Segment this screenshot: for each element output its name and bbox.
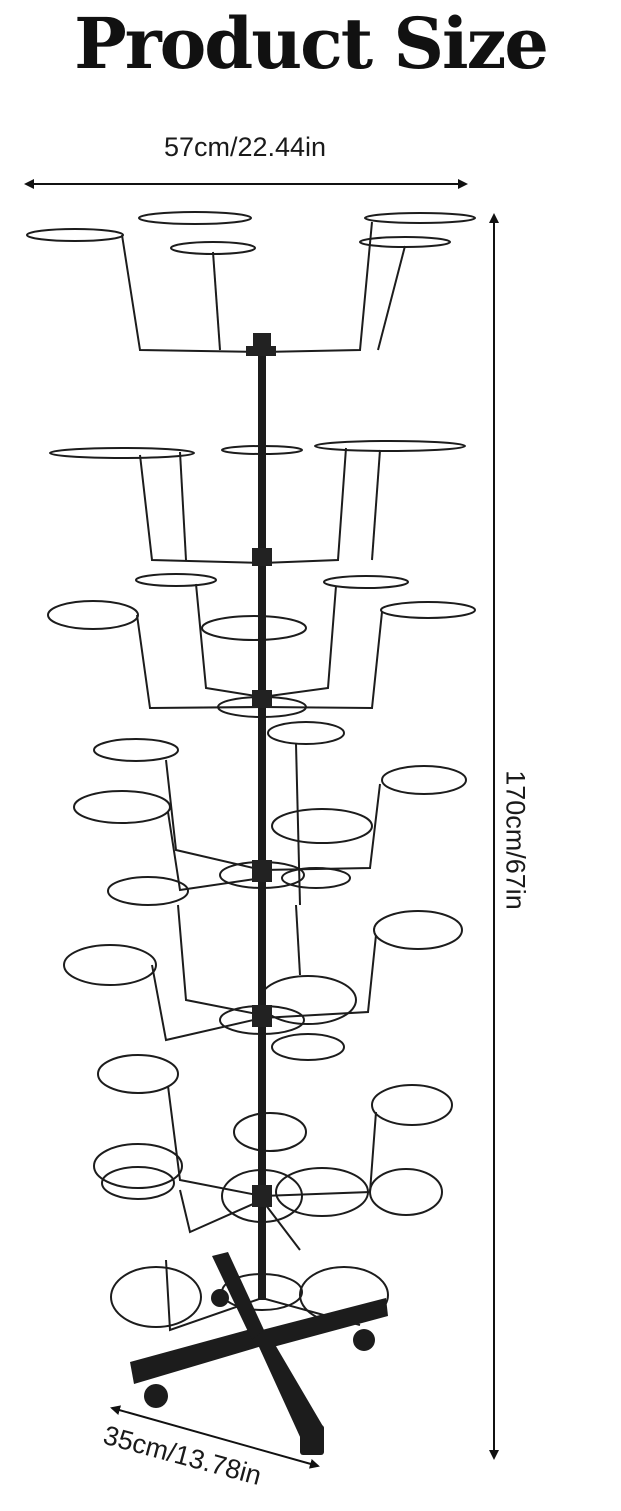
tier-2 [49, 440, 466, 566]
tier-4 [73, 721, 467, 906]
tier-5 [63, 904, 463, 1061]
hat-rack-icon [26, 211, 476, 1455]
tier-3 [47, 573, 476, 718]
page-title: Product Size [74, 2, 549, 85]
base-stand [130, 1252, 388, 1455]
depth-arrow-icon [110, 1405, 320, 1469]
tier-6 [93, 1054, 453, 1251]
tier-1 [26, 211, 476, 356]
width-dimension-label: 57cm/22.44in [163, 132, 327, 162]
